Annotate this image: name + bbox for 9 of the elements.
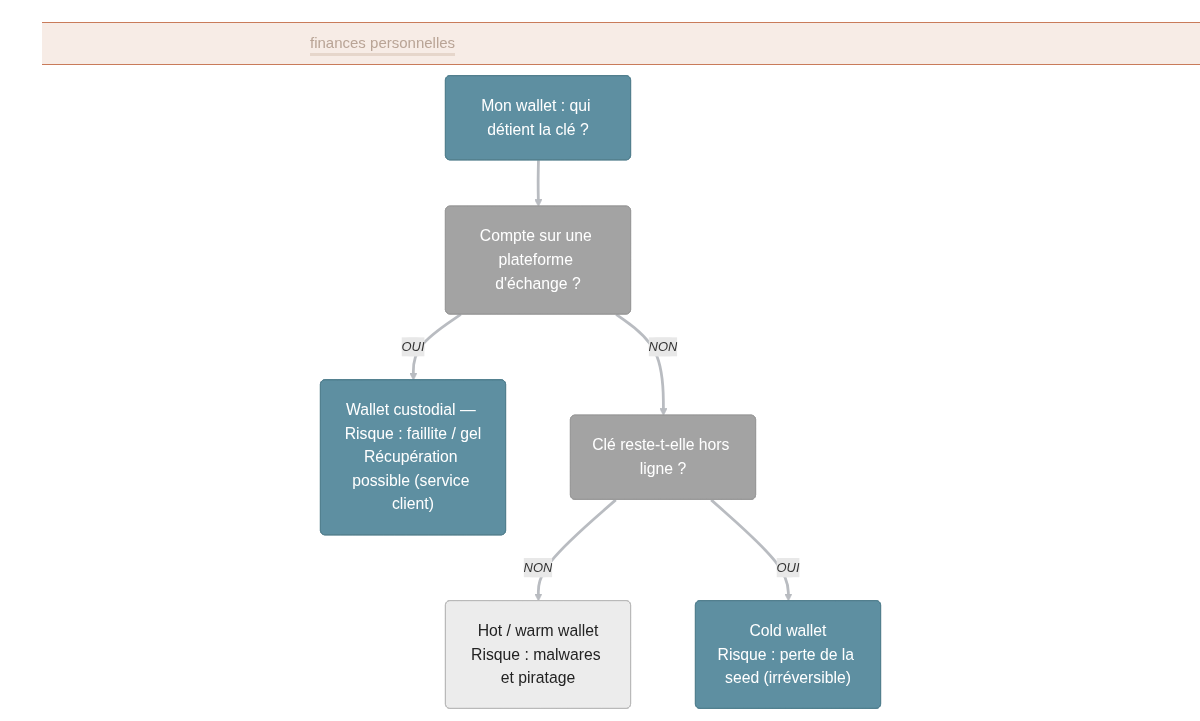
edge-label: OUI bbox=[400, 338, 425, 354]
edge-label: OUI bbox=[775, 559, 800, 575]
arrow bbox=[614, 313, 667, 416]
arrow bbox=[408, 313, 462, 381]
arrow bbox=[709, 498, 792, 602]
tagline-text: finances personnelles bbox=[310, 34, 456, 56]
edge-label: NON bbox=[648, 338, 677, 354]
arrow bbox=[533, 160, 542, 207]
edge-label: NON bbox=[523, 559, 552, 575]
